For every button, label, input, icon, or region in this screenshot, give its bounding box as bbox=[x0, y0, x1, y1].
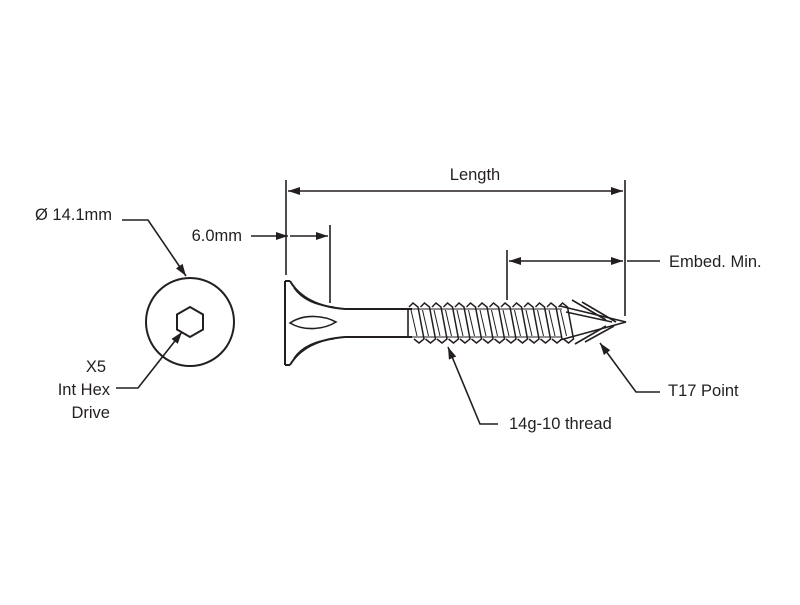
thread-root-line bbox=[548, 309, 556, 337]
thread-root-line bbox=[433, 309, 441, 337]
thread-label: 14g-10 thread bbox=[509, 415, 612, 433]
drive-label-line3: Drive bbox=[71, 404, 110, 422]
thread-crest bbox=[511, 301, 529, 344]
thread-crest bbox=[442, 301, 460, 344]
embed-min-dimension: Embed. Min. bbox=[506, 250, 762, 300]
screw-head-top-view bbox=[145, 277, 235, 367]
thread-crest bbox=[546, 301, 563, 344]
embed-min-label: Embed. Min. bbox=[669, 253, 762, 271]
thread-root-line bbox=[422, 309, 429, 337]
thread-root-line bbox=[502, 309, 510, 337]
thread-section bbox=[408, 301, 575, 344]
head-depth-label: 6.0mm bbox=[192, 227, 242, 245]
hex-socket-icon bbox=[176, 305, 204, 339]
thread-crest bbox=[523, 301, 540, 344]
thread-root-line bbox=[445, 309, 452, 337]
thread-root-line bbox=[514, 309, 521, 337]
thread-root-line bbox=[456, 309, 464, 337]
screw-side-view bbox=[284, 280, 412, 366]
thread-crest bbox=[557, 301, 575, 344]
length-label: Length bbox=[450, 166, 500, 184]
thread-root-line bbox=[491, 309, 498, 337]
thread-root-line bbox=[525, 309, 533, 337]
thread-root-line bbox=[560, 309, 567, 337]
diameter-leader bbox=[122, 219, 187, 277]
point-label: T17 Point bbox=[668, 382, 739, 400]
thread-crest bbox=[534, 301, 552, 344]
head-outline bbox=[145, 277, 235, 367]
thread-crest bbox=[431, 301, 448, 344]
head-depth-dimension: 6.0mm bbox=[192, 225, 331, 303]
thread-crest bbox=[500, 301, 517, 344]
thread-crest bbox=[419, 301, 437, 344]
diameter-callout: Ø 14.1mm bbox=[35, 206, 187, 277]
thread-root-line bbox=[479, 309, 487, 337]
diameter-label: Ø 14.1mm bbox=[35, 206, 112, 224]
length-dimension: Length bbox=[285, 166, 626, 316]
drive-callout: X5 Int Hex Drive bbox=[58, 331, 183, 422]
thread-crest bbox=[488, 301, 506, 344]
thread-crest bbox=[465, 301, 483, 344]
drive-leader bbox=[116, 331, 183, 389]
thread-crest bbox=[454, 301, 471, 344]
drive-label-line1: X5 bbox=[86, 358, 106, 376]
thread-callout: 14g-10 thread bbox=[447, 346, 612, 433]
thread-root-line bbox=[468, 309, 475, 337]
thread-crest bbox=[477, 301, 494, 344]
point-callout: T17 Point bbox=[599, 342, 739, 400]
thread-root-line bbox=[410, 309, 418, 337]
drive-label-line2: Int Hex bbox=[58, 381, 111, 399]
thread-crest bbox=[408, 301, 425, 344]
screw-point bbox=[559, 299, 627, 345]
thread-root-line bbox=[537, 309, 544, 337]
